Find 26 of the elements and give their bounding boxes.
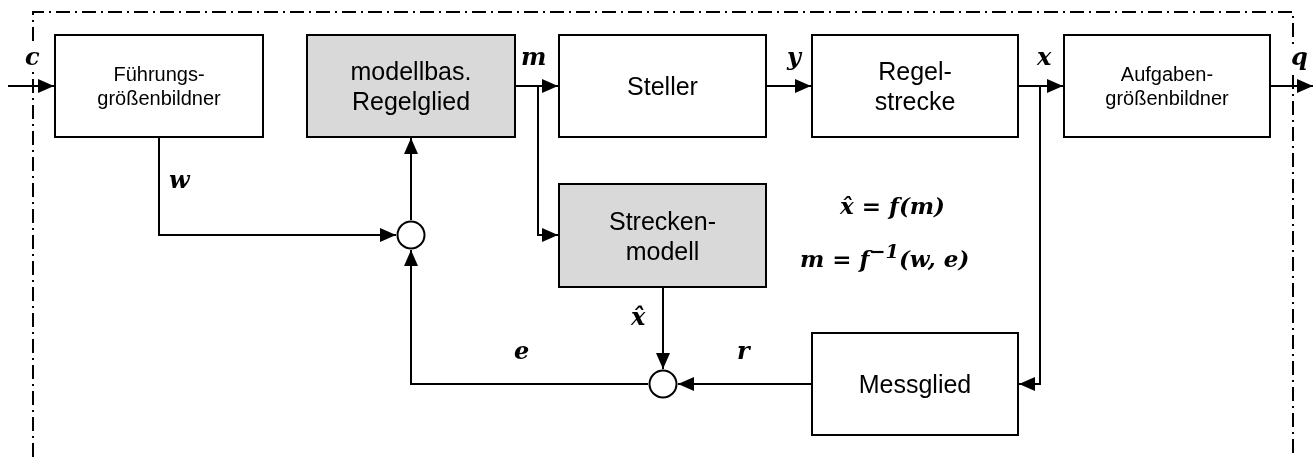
block-box [811,332,1019,436]
block-label: Steller [627,71,698,101]
equation: x̂ = f(m) [840,192,945,219]
block-box [306,34,516,138]
block-box [811,34,1019,138]
signal-arrow [1018,85,1041,391]
block-label: Messglied [858,369,972,399]
block-label: Regel- strecke [873,56,957,116]
signal-arrow [1270,79,1314,93]
equation: m = f$^{−1}$(w, e) [800,240,970,272]
signal-arrow [656,287,670,370]
block-label: Führungs- größenbildner [96,62,222,110]
block-label: modellbas. Regelglied [349,56,473,116]
signal-arrow [515,85,559,242]
signal-arrow [7,79,55,93]
signal-arrow [677,377,812,391]
signal-arrow [766,79,812,93]
signal-arrow [404,137,418,221]
signal-arrow [158,137,397,242]
block-box [558,183,767,288]
signal-arrow [404,249,649,385]
block-label: Strecken- modell [608,205,717,266]
block-box [558,34,767,138]
block-box [54,34,264,138]
block-label: Aufgaben- größenbildner [1104,62,1230,110]
block-box [1063,34,1271,138]
